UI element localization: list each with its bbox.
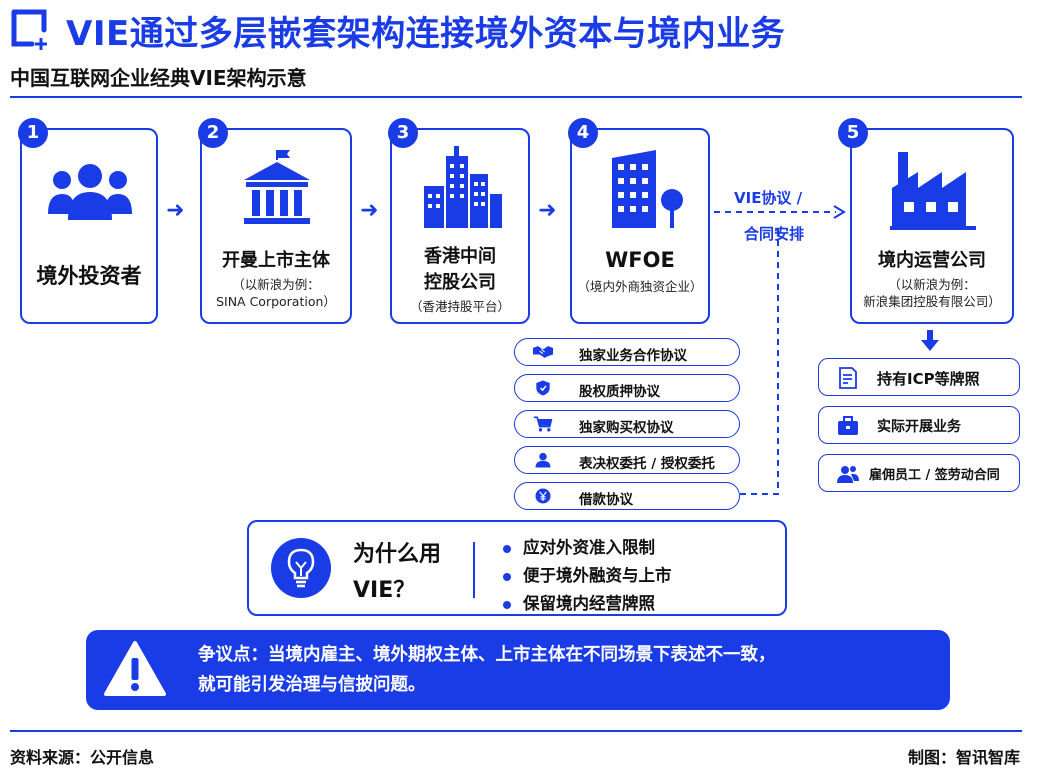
people-icon xyxy=(48,164,132,220)
page-subtitle: 中国互联网企业经典VIE架构示意 xyxy=(10,66,307,90)
contract-label: 表决权委托 / 授权委托 xyxy=(579,456,715,472)
capability-item: 持有ICP等牌照 xyxy=(818,358,1020,396)
reason-item: 应对外资准入限制 xyxy=(503,534,655,558)
entity-name: 开曼上市主体 xyxy=(222,250,330,271)
controversy-text-line1: 争议点：当境内雇主、境外期权主体、上市主体在不同场景下表述不一致， xyxy=(198,645,776,665)
step-badge: 2 xyxy=(198,118,228,148)
entity-name: WFOE xyxy=(605,248,675,272)
down-arrow-icon xyxy=(921,330,939,351)
logo-icon xyxy=(11,9,47,50)
entity-card-domestic-opco: 境内运营公司 （以新浪为例： 新浪集团控股有限公司） xyxy=(850,128,1014,324)
contracts-connector-line xyxy=(740,226,779,495)
header-divider xyxy=(10,96,1022,98)
contract-label: 独家购买权协议 xyxy=(579,420,674,436)
why-divider xyxy=(473,542,475,598)
contract-label: 借款协议 xyxy=(579,492,633,508)
footer-divider xyxy=(10,730,1022,732)
contract-item: 股权质押协议 xyxy=(514,374,740,402)
flow-arrow-icon: ➜ xyxy=(538,198,557,223)
entity-name: 境外投资者 xyxy=(36,264,142,288)
factory-icon xyxy=(890,152,976,230)
entity-name: 境内运营公司 xyxy=(878,250,986,271)
source-note: 资料来源：公开信息 xyxy=(10,748,155,767)
reason-item: 便于境外融资与上市 xyxy=(503,562,672,586)
lightbulb-icon xyxy=(271,538,331,598)
contract-label: 独家业务合作协议 xyxy=(579,348,687,364)
why-vie-panel: 为什么用 VIE？ 应对外资准入限制 便于境外融资与上市 保留境内经营牌照 xyxy=(247,520,787,616)
why-question-line1: 为什么用 xyxy=(353,542,442,567)
vie-link-label-line1: VIE协议 / xyxy=(734,189,803,207)
skyscrapers-icon xyxy=(424,146,502,228)
capability-label: 实际开展业务 xyxy=(877,419,961,435)
capability-item: 雇佣员工 / 签劳动合同 xyxy=(818,454,1020,492)
entity-card-hk-holding: 香港中间 控股公司 （香港持股平台） xyxy=(390,128,530,324)
contract-item: 独家购买权协议 xyxy=(514,410,740,438)
entity-note: （以新浪为例： xyxy=(888,277,976,292)
entity-card-investors: 境外投资者 xyxy=(20,128,158,324)
step-badge: 5 xyxy=(838,118,868,148)
license-document-icon xyxy=(839,367,857,389)
cart-icon xyxy=(533,416,553,432)
office-tree-icon xyxy=(612,150,683,228)
vie-dashed-arrow xyxy=(714,205,846,219)
employees-icon xyxy=(837,466,859,483)
entity-name-line2: 控股公司 xyxy=(424,272,496,293)
entity-name-line1: 香港中间 xyxy=(424,246,496,267)
vie-link-label-line2: 合同安排 xyxy=(744,225,805,243)
entity-note: SINA Corporation） xyxy=(216,294,336,309)
page-title: VIE通过多层嵌套架构连接境外资本与境内业务 xyxy=(66,14,786,54)
contract-label: 股权质押协议 xyxy=(579,384,660,400)
entity-note: （以新浪为例： xyxy=(232,277,320,292)
controversy-banner: 争议点：当境内雇主、境外期权主体、上市主体在不同场景下表述不一致， 就可能引发治… xyxy=(86,630,950,710)
entity-note: （香港持股平台） xyxy=(409,299,510,314)
controversy-text-line2: 就可能引发治理与信披问题。 xyxy=(198,675,426,695)
entity-card-wfoe: WFOE （境内外商独资企业） xyxy=(570,128,710,324)
capability-label: 雇佣员工 / 签劳动合同 xyxy=(869,468,1000,483)
flow-arrow-icon: ➜ xyxy=(166,198,185,223)
entity-note: （境内外商独资企业） xyxy=(577,279,703,294)
handshake-icon xyxy=(533,346,553,358)
reason-item: 保留境内经营牌照 xyxy=(503,590,655,614)
entity-card-cayman: 开曼上市主体 （以新浪为例： SINA Corporation） xyxy=(200,128,352,324)
capability-item: 实际开展业务 xyxy=(818,406,1020,444)
why-question-line2: VIE？ xyxy=(353,578,416,603)
contract-item: 表决权委托 / 授权委托 xyxy=(514,446,740,474)
contract-item: 独家业务合作协议 xyxy=(514,338,740,366)
contract-item: 借款协议 xyxy=(514,482,740,510)
yuan-coin-icon xyxy=(535,488,551,504)
capability-label: 持有ICP等牌照 xyxy=(877,370,980,388)
briefcase-icon xyxy=(838,416,858,435)
warning-icon xyxy=(104,641,166,696)
person-icon xyxy=(535,452,551,468)
entity-note: 新浪集团控股有限公司） xyxy=(863,294,1001,309)
credit-note: 制图：智讯智库 xyxy=(908,748,1021,767)
step-badge: 4 xyxy=(568,118,598,148)
flow-arrow-icon: ➜ xyxy=(360,198,379,223)
step-badge: 1 xyxy=(18,118,48,148)
step-badge: 3 xyxy=(388,118,418,148)
shield-icon xyxy=(536,380,550,396)
institution-icon xyxy=(244,150,310,224)
